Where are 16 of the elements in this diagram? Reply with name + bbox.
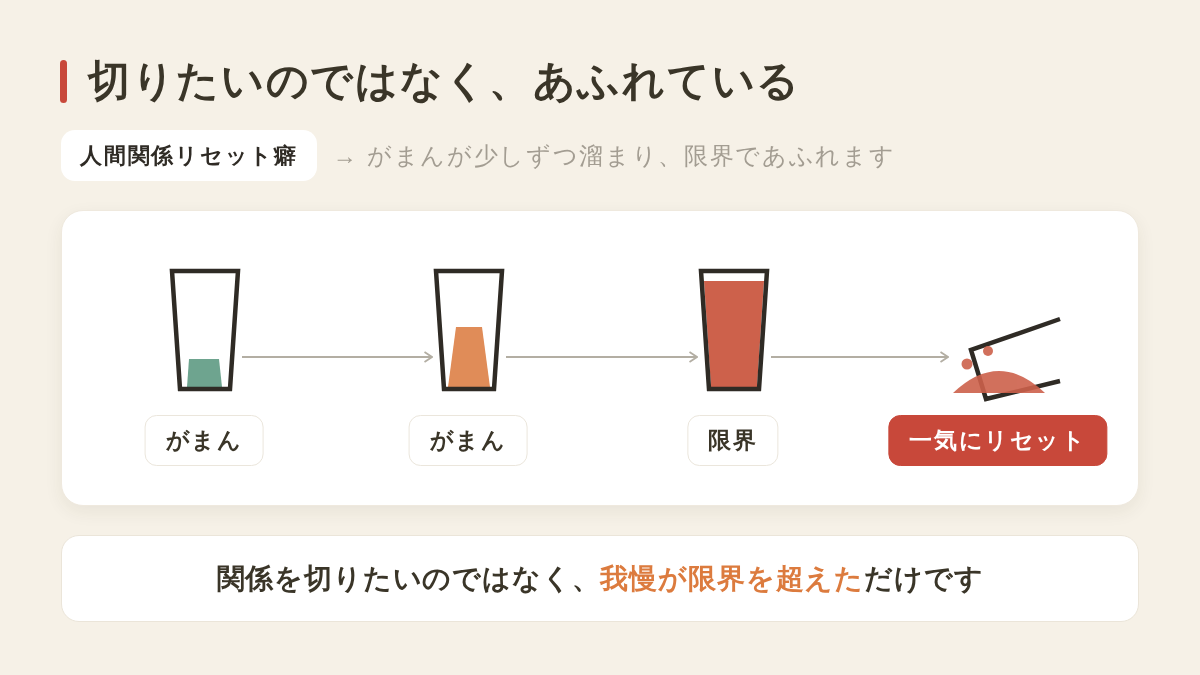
summary-text: 関係を切りたいのではなく、我慢が限界を超えただけです xyxy=(216,561,984,596)
subtitle-text: → がまんが少しずつ溜まり、限界であふれます xyxy=(332,140,896,171)
stage-label: がまん xyxy=(144,415,264,466)
stage-label: 一気にリセット xyxy=(888,415,1108,466)
glass-picture xyxy=(433,268,505,392)
stage-label: 限界 xyxy=(687,415,779,466)
arrow xyxy=(241,351,433,363)
glass-picture xyxy=(169,268,241,392)
tag-label: 人間関係リセット癖 xyxy=(61,130,317,181)
card-panel xyxy=(61,210,1139,506)
arrow xyxy=(770,351,949,363)
glass-picture xyxy=(698,268,770,392)
summary-box xyxy=(61,535,1139,622)
stage-label: がまん xyxy=(408,415,528,466)
title-text: 切りたいのではなく、あふれている xyxy=(88,56,801,106)
arrow xyxy=(505,351,698,363)
